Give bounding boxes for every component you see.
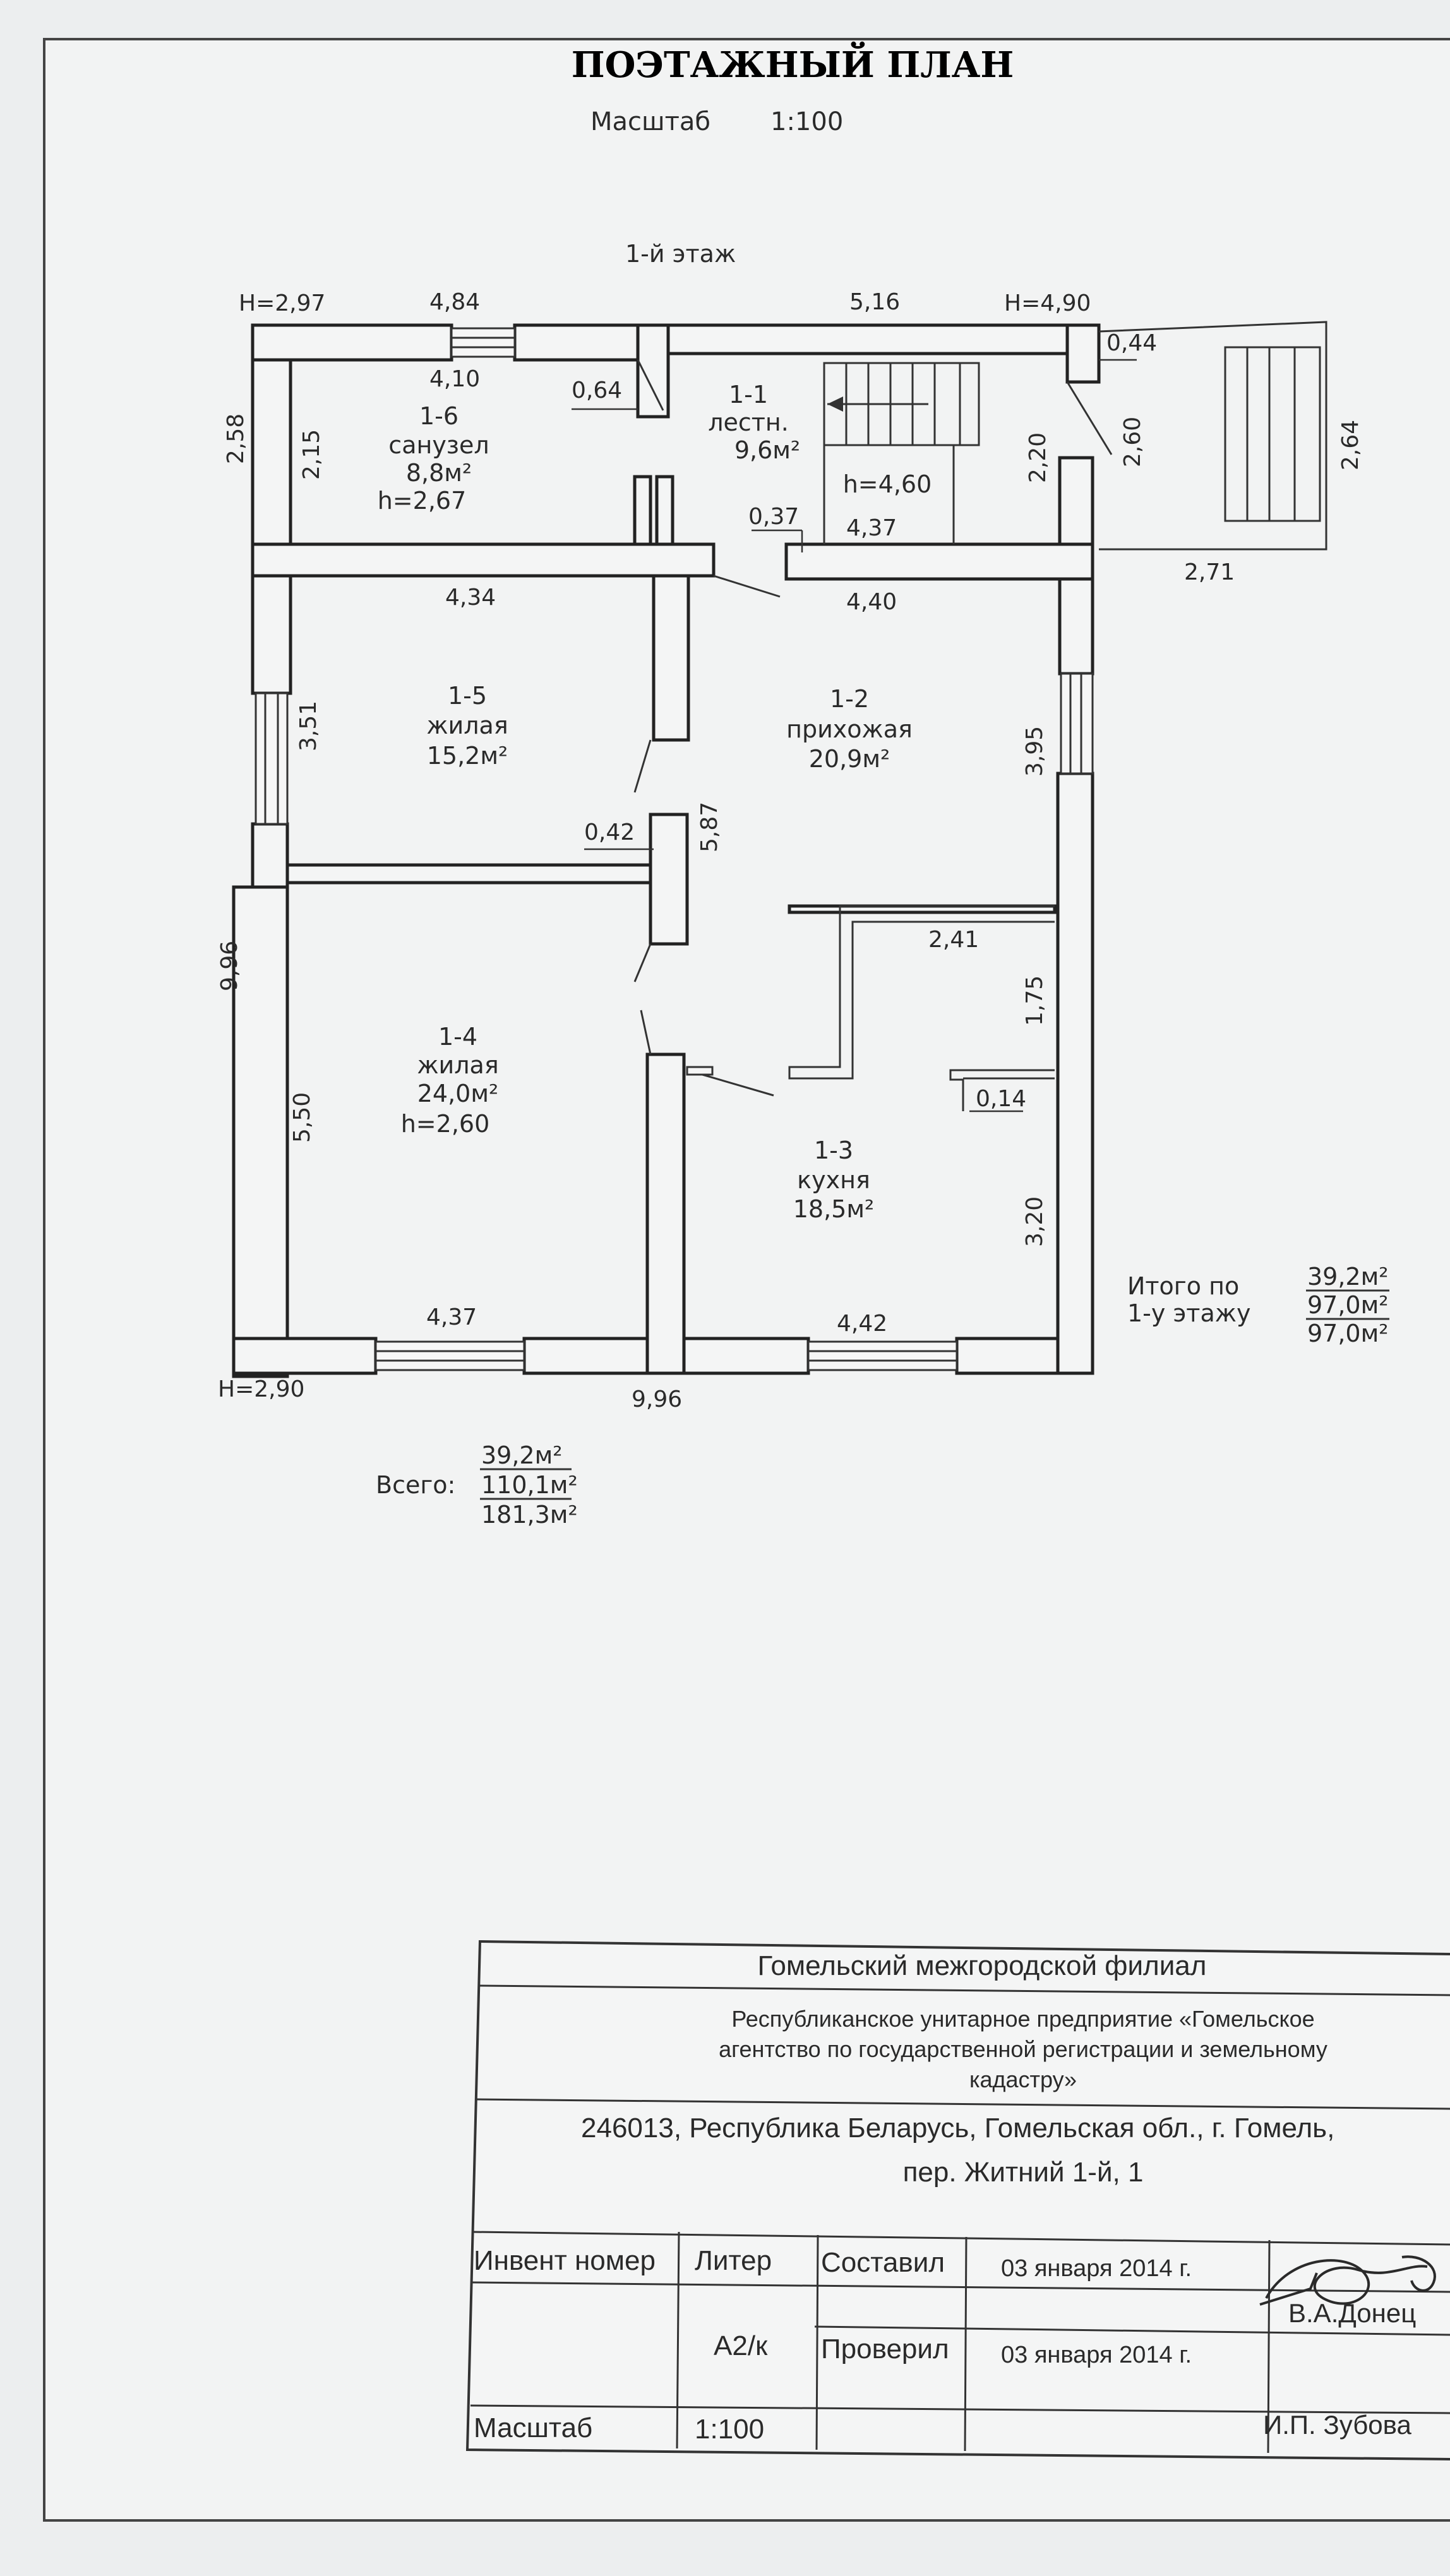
dim-4-37-top: 4,37 — [846, 515, 897, 541]
stamp-scale-label: Масштаб — [474, 2412, 592, 2443]
stamp-inventory-label: Инвент номер — [474, 2245, 656, 2276]
room-1-6-id: 1-6 — [419, 402, 458, 430]
room-1-1-height: h=4,60 — [843, 470, 932, 498]
grand-totals-value-1: 39,2м² — [481, 1441, 563, 1469]
dim-2-60: 2,60 — [1120, 417, 1146, 467]
floor-totals-value-1: 39,2м² — [1307, 1263, 1389, 1291]
stamp-address-line-1: 246013, Республика Беларусь, Гомельская … — [581, 2113, 1334, 2144]
grand-totals-label: Всего: — [376, 1471, 455, 1499]
room-1-2-area: 20,9м² — [809, 745, 890, 773]
height-top-left: H=2,97 — [239, 290, 325, 316]
dim-3-95: 3,95 — [1022, 726, 1048, 777]
dim-4-34: 4,34 — [445, 585, 496, 611]
room-1-6-height: h=2,67 — [378, 487, 467, 515]
stamp-scale-value: 1:100 — [695, 2414, 764, 2445]
room-1-5-area: 15,2м² — [427, 742, 508, 770]
title-block: Гомельский межгородской филиал Республик… — [465, 1940, 1450, 2460]
room-1-3-area: 18,5м² — [793, 1195, 875, 1223]
stamp-org-line-1: Республиканское унитарное предприятие «Г… — [731, 2006, 1314, 2032]
dim-2-15: 2,15 — [299, 429, 325, 480]
floor-totals: Итого по 1-у этажу 39,2м² 97,0м² 97,0м² — [1127, 1263, 1389, 1347]
room-1-4-type: жилая — [417, 1051, 498, 1079]
floor-totals-value-3: 97,0м² — [1307, 1320, 1389, 1347]
floor-totals-label-2: 1-у этажу — [1127, 1299, 1250, 1327]
scale-value: 1:100 — [770, 107, 843, 136]
dim-0-14: 0,14 — [976, 1086, 1026, 1112]
grand-totals-value-2: 110,1м² — [481, 1471, 578, 1499]
dim-0-44: 0,44 — [1106, 330, 1157, 356]
dim-2-41: 2,41 — [928, 927, 979, 953]
dim-0-64: 0,64 — [572, 378, 622, 403]
floor-label: 1-й этаж — [625, 240, 736, 268]
signature — [1259, 2255, 1436, 2306]
dim-2-64: 2,64 — [1338, 420, 1363, 470]
room-1-1-type: лестн. — [708, 408, 789, 436]
room-1-5-id: 1-5 — [448, 682, 487, 710]
grand-totals: Всего: 39,2м² 110,1м² 181,3м² — [376, 1441, 578, 1529]
room-1-1-area: 9,6м² — [734, 436, 800, 464]
kitchen-partition — [788, 905, 1055, 1111]
room-1-6-area: 8,8м² — [406, 459, 472, 487]
floor-totals-label-1: Итого по — [1127, 1272, 1239, 1300]
room-1-6-type: санузел — [388, 431, 489, 459]
dim-4-42: 4,42 — [837, 1311, 887, 1337]
stamp-checked-name: И.П. Зубова — [1263, 2410, 1411, 2440]
dim-9-96-side: 9,96 — [217, 941, 243, 991]
height-bottom-left: H=2,90 — [218, 1376, 304, 1402]
dim-5-87: 5,87 — [697, 802, 722, 852]
room-1-5-type: жилая — [426, 712, 508, 739]
stamp-compiled-date: 03 января 2014 г. — [1001, 2255, 1192, 2282]
dimension-labels: 4,84 5,16 0,44 2,58 4,10 0,64 2,15 2,20 … — [217, 289, 1363, 1412]
dim-1-75: 1,75 — [1022, 975, 1048, 1026]
stamp-org-line-2: агентство по государственной регистрации… — [719, 2036, 1327, 2062]
stamp-liter-label: Литер — [695, 2245, 772, 2276]
stamp-checked-label: Проверил — [821, 2334, 949, 2364]
room-1-3-type: кухня — [797, 1166, 870, 1194]
stamp-checked-date: 03 января 2014 г. — [1001, 2342, 1192, 2368]
stamp-org-line-3: кадастру» — [969, 2066, 1077, 2092]
floor-totals-value-2: 97,0м² — [1307, 1291, 1389, 1319]
dim-0-42: 0,42 — [584, 820, 635, 845]
dim-2-71: 2,71 — [1184, 559, 1235, 585]
dim-3-51: 3,51 — [296, 701, 321, 751]
dim-4-40: 4,40 — [846, 589, 897, 615]
dim-3-20: 3,20 — [1022, 1196, 1048, 1247]
dim-4-84: 4,84 — [429, 289, 480, 315]
page-title: ПОЭТАЖНЫЙ ПЛАН — [572, 41, 1014, 86]
room-1-2-id: 1-2 — [830, 685, 869, 713]
room-1-4-area: 24,0м² — [417, 1080, 499, 1107]
dim-4-37-bottom: 4,37 — [426, 1304, 477, 1330]
windows — [255, 327, 1094, 1371]
leader-lines — [572, 359, 1137, 1112]
stamp-compiled-label: Составил — [821, 2247, 945, 2278]
porch-stair — [1098, 321, 1327, 551]
grand-totals-value-3: 181,3м² — [481, 1501, 578, 1529]
room-1-1-id: 1-1 — [729, 381, 768, 408]
dim-5-50: 5,50 — [289, 1092, 315, 1143]
stamp-address-line-2: пер. Житний 1-й, 1 — [903, 2157, 1144, 2188]
stamp-liter-value: А2/к — [714, 2330, 768, 2361]
room-1-2-type: прихожая — [786, 715, 913, 743]
scale-label: Масштаб — [590, 107, 710, 136]
dim-5-16: 5,16 — [849, 289, 900, 315]
dim-9-96-bottom: 9,96 — [632, 1386, 682, 1412]
room-1-4-height: h=2,60 — [401, 1110, 490, 1138]
room-1-4-id: 1-4 — [438, 1023, 477, 1051]
dim-0-37: 0,37 — [748, 504, 799, 530]
door-swings — [633, 359, 1113, 1097]
room-labels: 1-6 санузел 8,8м² h=2,67 1-1 лестн. 9,6м… — [378, 381, 932, 1223]
stamp-branch: Гомельский межгородской филиал — [758, 1950, 1207, 1981]
room-1-3-id: 1-3 — [814, 1136, 853, 1164]
height-top-right: H=4,90 — [1004, 290, 1091, 316]
dim-2-58: 2,58 — [223, 414, 249, 464]
staircase-inner — [823, 362, 980, 544]
dim-2-20: 2,20 — [1025, 432, 1051, 483]
dim-4-10: 4,10 — [429, 366, 480, 392]
